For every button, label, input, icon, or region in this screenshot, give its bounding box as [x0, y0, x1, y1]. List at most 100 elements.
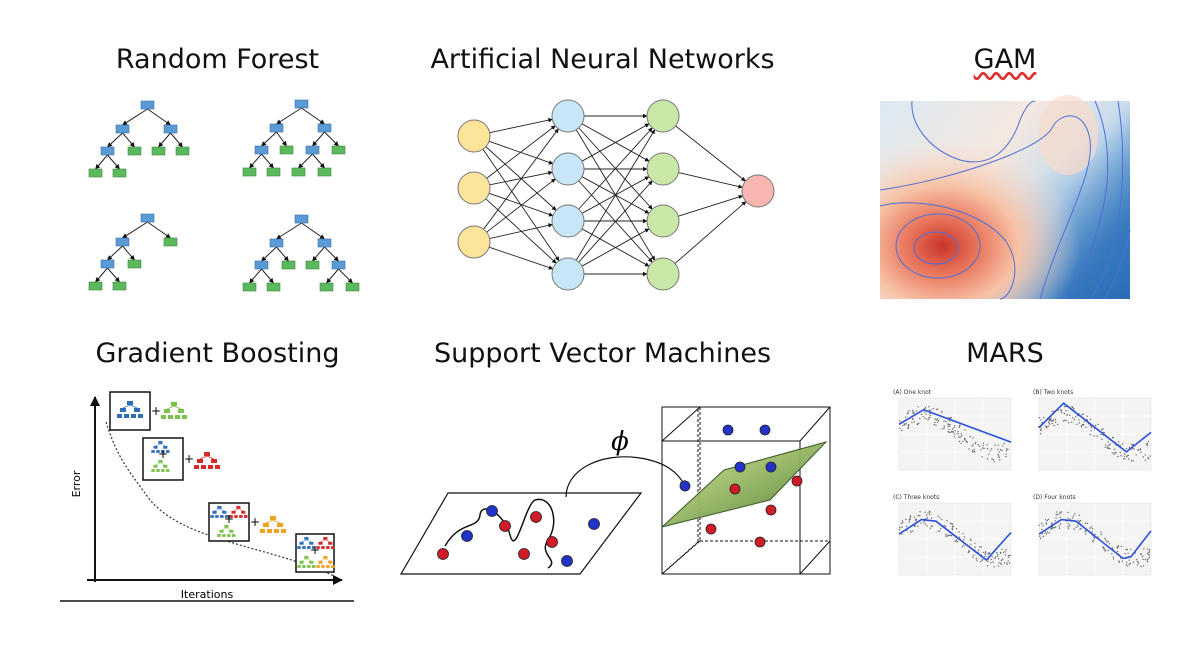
mars-panel: (C) Three knots — [893, 494, 1012, 576]
blue-point — [486, 505, 498, 517]
connection — [578, 180, 653, 263]
tree-edge — [261, 246, 277, 262]
mars-fit-line — [1038, 402, 1152, 453]
red-point — [546, 536, 558, 548]
red-point — [518, 548, 530, 560]
boosting-ensemble-box: + — [208, 502, 250, 542]
mini-tree — [217, 525, 236, 537]
tree-leaf — [112, 168, 127, 178]
tree-edge — [276, 246, 289, 262]
input-neuron — [457, 171, 491, 205]
tree-node — [115, 237, 130, 247]
tree-edge — [312, 246, 325, 262]
mini-tree — [316, 537, 335, 549]
gradient-boosting-title: Gradient Boosting — [95, 338, 340, 369]
tree-edge — [301, 107, 325, 125]
boosting-ensemble-box: + — [142, 437, 184, 481]
blue-point — [765, 461, 777, 473]
decision-tree — [242, 214, 360, 292]
mars-panel: (B) Two knots — [1033, 389, 1152, 471]
blue-point — [759, 424, 771, 436]
cube-edge — [661, 406, 701, 442]
blue-point — [679, 480, 691, 492]
mini-tree — [210, 506, 229, 518]
tree-node — [254, 145, 269, 155]
tree-edge — [249, 268, 262, 284]
tree-node — [140, 213, 155, 223]
hidden-neuron-layer2 — [646, 257, 680, 291]
iterations-axis-label: Iterations — [181, 588, 234, 601]
boosting-ensemble-box — [109, 391, 151, 431]
cube-hidden-edge — [661, 540, 701, 575]
mars-panels: (A) One knot (B) Two knots (C) Three knots… — [893, 389, 1152, 576]
hidden-neuron-layer1 — [551, 99, 585, 133]
random-forest-diagram — [88, 99, 360, 292]
connection — [489, 117, 553, 134]
tree-leaf — [331, 145, 346, 155]
tree-leaf — [291, 167, 306, 177]
tree-edge — [312, 131, 325, 147]
decision-tree — [88, 213, 178, 291]
mars-panel-label: (A) One knot — [893, 389, 932, 396]
red-point — [530, 511, 542, 523]
connection — [678, 194, 744, 217]
tree-edge — [276, 131, 287, 147]
red-point — [437, 548, 449, 560]
connection — [486, 178, 556, 233]
red-point — [729, 483, 741, 495]
tree-edge — [122, 132, 135, 148]
tree-edge — [122, 245, 135, 261]
tree-leaf — [88, 168, 103, 178]
mars-panel: (D) Four knots — [1033, 494, 1152, 576]
plus-sign: + — [250, 515, 260, 529]
red-point — [705, 523, 717, 535]
mars-title: MARS — [966, 338, 1044, 369]
connection — [675, 125, 746, 182]
tree-leaf — [242, 282, 257, 292]
tree-edge — [261, 268, 274, 284]
tree-edge — [122, 221, 148, 239]
tree-node — [294, 99, 309, 109]
red-point — [765, 504, 777, 516]
blue-point — [722, 424, 734, 436]
tree-node — [269, 123, 284, 133]
tree-node — [317, 238, 332, 248]
tree-leaf — [151, 146, 166, 156]
tree-leaf — [127, 146, 142, 156]
ann-title: Artificial Neural Networks — [430, 44, 775, 75]
mars-fit-line — [898, 518, 1012, 562]
mini-tree — [151, 460, 170, 472]
hidden-neuron-layer2 — [646, 152, 680, 186]
connection — [485, 198, 557, 264]
plus-sign: + — [151, 404, 161, 418]
tree-node — [115, 124, 130, 134]
red-point — [791, 475, 803, 487]
tree-node — [305, 145, 320, 155]
tree-leaf — [345, 282, 360, 292]
tree-leaf — [242, 167, 257, 177]
feature-map-arrow — [565, 456, 686, 498]
tree-edge — [158, 132, 171, 148]
connection — [486, 125, 556, 179]
mini-tree — [297, 556, 316, 568]
tree-edge — [298, 153, 313, 169]
tree-edge — [312, 153, 325, 169]
plus-sign: + — [184, 452, 194, 466]
mars-panel-label: (B) Two knots — [1033, 389, 1073, 396]
tree-edge — [338, 268, 353, 284]
plus-sign: + — [158, 447, 168, 461]
tree-leaf — [317, 167, 332, 177]
tree-node — [294, 214, 309, 224]
mars-panel: (A) One knot — [893, 389, 1012, 471]
tree-edge — [122, 108, 148, 126]
hidden-neuron-layer1 — [551, 152, 585, 186]
blue-point — [734, 461, 746, 473]
tree-leaf — [127, 259, 142, 269]
hidden-neuron-layer2 — [646, 99, 680, 133]
tree-leaf — [266, 282, 281, 292]
tree-edge — [107, 267, 120, 283]
connection — [581, 123, 650, 162]
mini-tree — [151, 441, 170, 453]
tree-leaf — [319, 282, 334, 292]
